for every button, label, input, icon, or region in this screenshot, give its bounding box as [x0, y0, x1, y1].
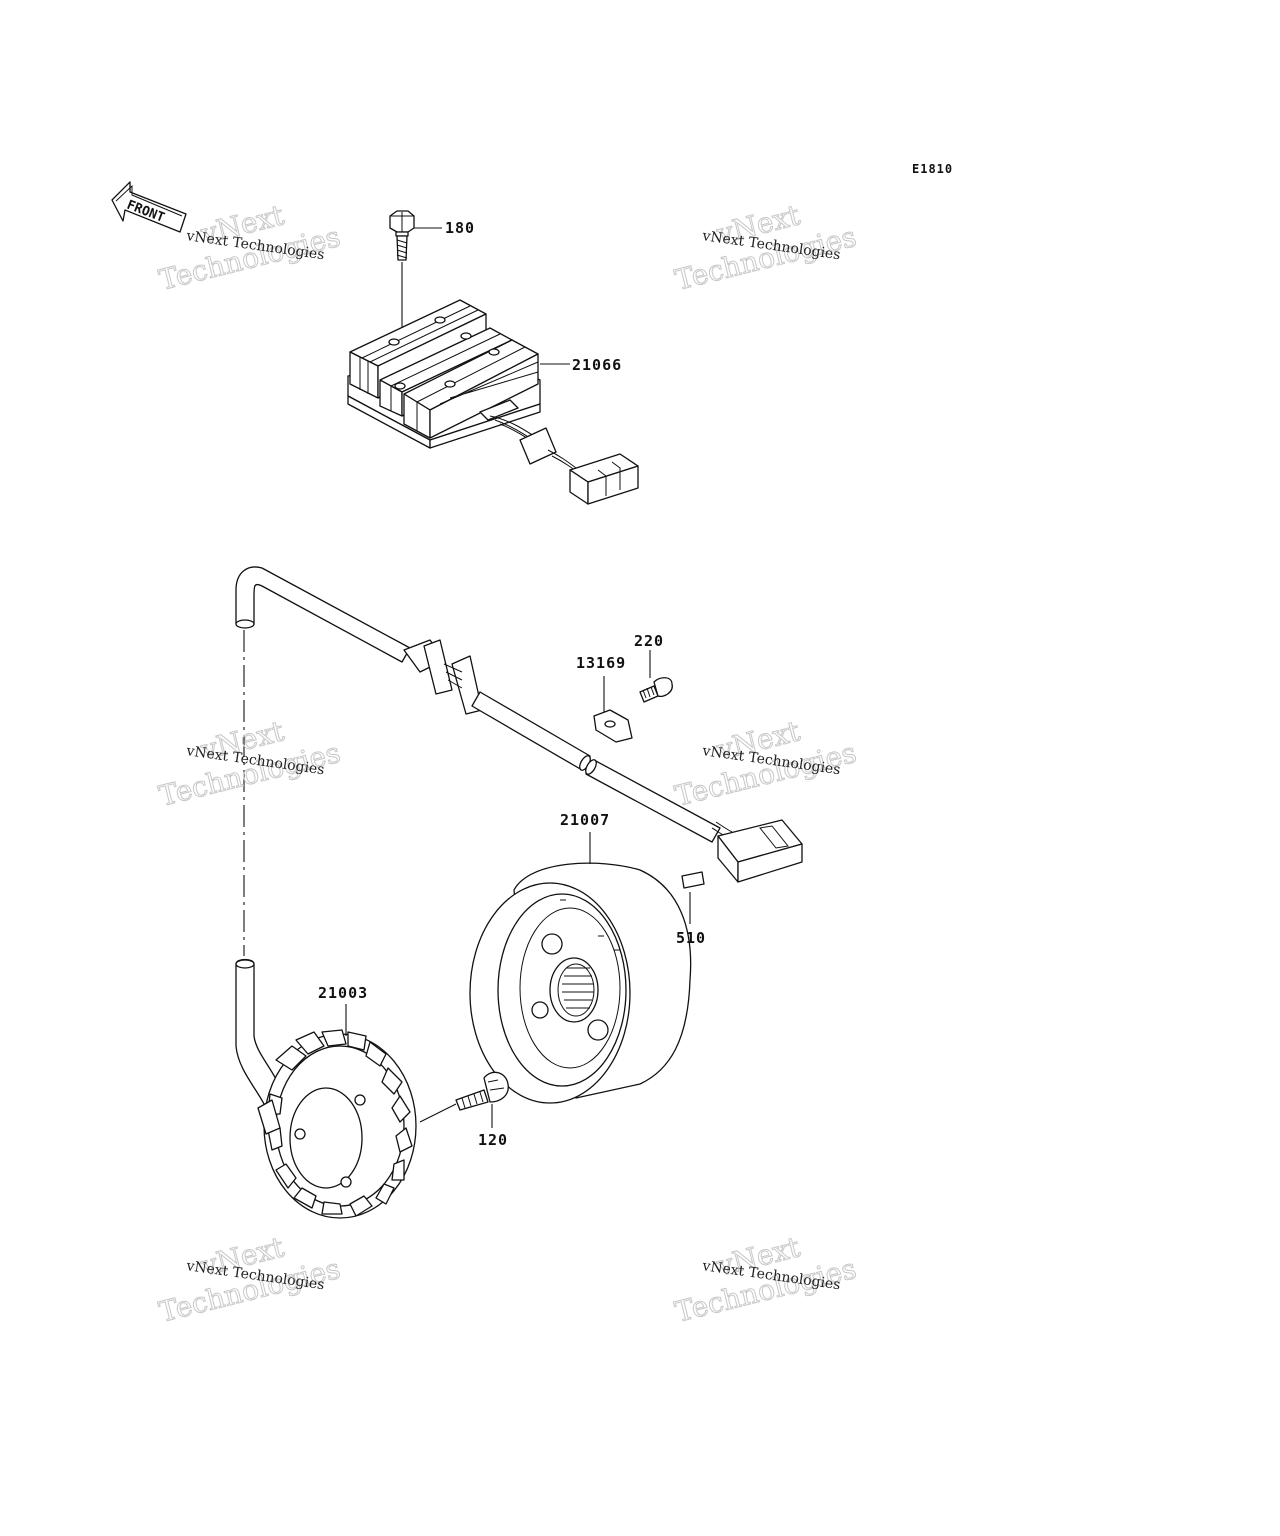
callout-180: 180	[445, 219, 475, 237]
front-arrow-icon: FRONT	[111, 181, 187, 233]
regulator-rectifier-icon	[347, 299, 639, 505]
rotor-flywheel-icon	[469, 862, 692, 1104]
callout-21007: 21007	[560, 811, 610, 829]
diagram-code: E1810	[912, 162, 953, 176]
callout-220: 220	[634, 632, 664, 650]
callout-510: 510	[676, 929, 706, 947]
screw-220-icon	[639, 677, 673, 703]
watermark-middle-left: vNext Technologies vNext Technologies	[155, 714, 344, 814]
callout-120: 120	[478, 1131, 508, 1149]
callout-21003: 21003	[318, 984, 368, 1002]
stator-icon	[235, 958, 417, 1219]
stator-lead-wire-icon	[235, 566, 803, 883]
watermark-top-left: vNext Technologies vNext Technologies	[155, 198, 344, 298]
plate-13169-icon	[593, 709, 633, 743]
watermark-middle-right: vNext Technologies vNext Technologies	[671, 714, 860, 814]
callout-13169: 13169	[576, 654, 626, 672]
bolt-120-icon	[455, 1071, 509, 1111]
watermark-top-right: vNext Technologies vNext Technologies	[671, 198, 860, 298]
callout-21066: 21066	[572, 356, 622, 374]
watermark-bottom-left: vNext Technologies vNext Technologies	[155, 1230, 344, 1330]
bolt-180-icon	[389, 210, 415, 261]
key-510-icon	[681, 871, 705, 889]
watermark-bottom-right: vNext Technologies vNext Technologies	[671, 1230, 860, 1330]
